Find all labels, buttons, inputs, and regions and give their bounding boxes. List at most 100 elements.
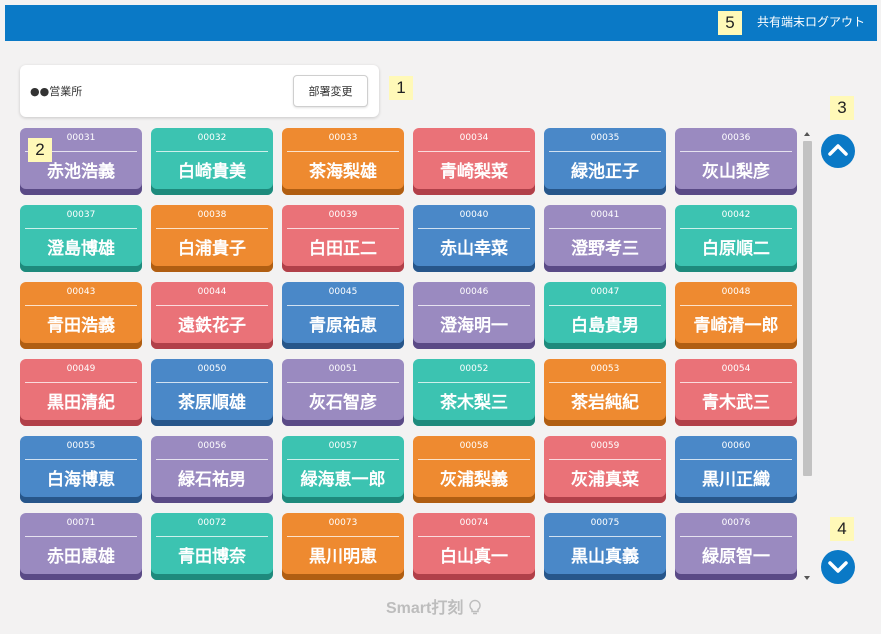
employee-code: 00044	[197, 287, 227, 297]
card-divider	[287, 459, 399, 460]
employee-name: 茶木梨三	[440, 393, 508, 413]
brand-logo: Smart打刻	[386, 599, 482, 619]
employee-code: 00073	[328, 518, 358, 528]
employee-name: 茶原順雄	[178, 393, 246, 413]
card-divider	[156, 151, 268, 152]
employee-card[interactable]: 00044 遠鉄花子	[151, 282, 273, 349]
lightbulb-icon	[469, 599, 481, 615]
employee-card[interactable]: 00058 灰浦梨義	[413, 436, 535, 503]
employee-name: 白原順二	[702, 239, 770, 259]
employee-code: 00054	[721, 364, 751, 374]
card-divider	[156, 459, 268, 460]
card-divider	[549, 151, 661, 152]
employee-code: 00056	[197, 441, 227, 451]
employee-card[interactable]: 00032 白崎貴美	[151, 128, 273, 195]
change-department-button[interactable]: 部署変更	[293, 75, 368, 107]
shared-terminal-logout-link[interactable]: 共有端末ログアウト	[756, 15, 865, 29]
employee-code: 00035	[590, 133, 620, 143]
employee-card[interactable]: 00033 茶海梨雄	[282, 128, 404, 195]
chevron-down-icon	[828, 561, 848, 573]
employee-code: 00042	[721, 210, 751, 220]
employee-code: 00031	[66, 133, 96, 143]
card-divider	[418, 536, 530, 537]
scroll-up-button[interactable]	[821, 134, 855, 168]
employee-code: 00071	[66, 518, 96, 528]
employee-code: 00038	[197, 210, 227, 220]
scrollbar-thumb[interactable]	[803, 141, 812, 476]
employee-code: 00032	[197, 133, 227, 143]
employee-name: 黒川正織	[702, 470, 770, 490]
employee-name: 遠鉄花子	[178, 316, 246, 336]
employee-code: 00037	[66, 210, 96, 220]
card-divider	[418, 382, 530, 383]
card-divider	[549, 459, 661, 460]
employee-name: 青田博奈	[178, 547, 246, 567]
employee-code: 00047	[590, 287, 620, 297]
card-divider	[680, 305, 792, 306]
employee-name: 茶岩純紀	[571, 393, 639, 413]
employee-code: 00033	[328, 133, 358, 143]
employee-card[interactable]: 00042 白原順二	[675, 205, 797, 272]
card-divider	[680, 536, 792, 537]
card-divider	[418, 305, 530, 306]
top-bar: 共有端末ログアウト	[5, 5, 877, 41]
card-divider	[156, 536, 268, 537]
card-divider	[549, 228, 661, 229]
scroll-down-button[interactable]	[821, 550, 855, 584]
employee-name: 灰浦梨義	[440, 470, 508, 490]
employee-code: 00060	[721, 441, 751, 451]
employee-name: 灰石智彦	[309, 393, 377, 413]
card-divider	[418, 151, 530, 152]
employee-code: 00050	[197, 364, 227, 374]
employee-name: 灰浦真菜	[571, 470, 639, 490]
employee-name: 青田浩義	[47, 316, 115, 336]
employee-code: 00058	[459, 441, 489, 451]
scrollbar-up-arrow-icon[interactable]	[804, 132, 810, 136]
employee-name: 茶海梨雄	[309, 162, 377, 182]
employee-card[interactable]: 00060 黒川正織	[675, 436, 797, 503]
employee-name: 青木武三	[702, 393, 770, 413]
employee-card[interactable]: 00050 茶原順雄	[151, 359, 273, 426]
employee-card[interactable]: 00071 赤田恵雄	[20, 513, 142, 580]
card-divider	[287, 151, 399, 152]
employee-card[interactable]: 00054 青木武三	[675, 359, 797, 426]
scrollbar-down-arrow-icon[interactable]	[804, 576, 810, 580]
card-divider	[287, 536, 399, 537]
grid-scrollbar[interactable]	[802, 128, 814, 582]
card-divider	[680, 228, 792, 229]
employee-name: 白崎貴美	[178, 162, 246, 182]
card-divider	[156, 305, 268, 306]
employee-name: 澄海明一	[440, 316, 508, 336]
card-divider	[156, 228, 268, 229]
employee-name: 白田正二	[309, 239, 377, 259]
employee-name: 青原祐恵	[309, 316, 377, 336]
department-name: ●●営業所	[30, 85, 83, 98]
employee-name: 赤田恵雄	[47, 547, 115, 567]
